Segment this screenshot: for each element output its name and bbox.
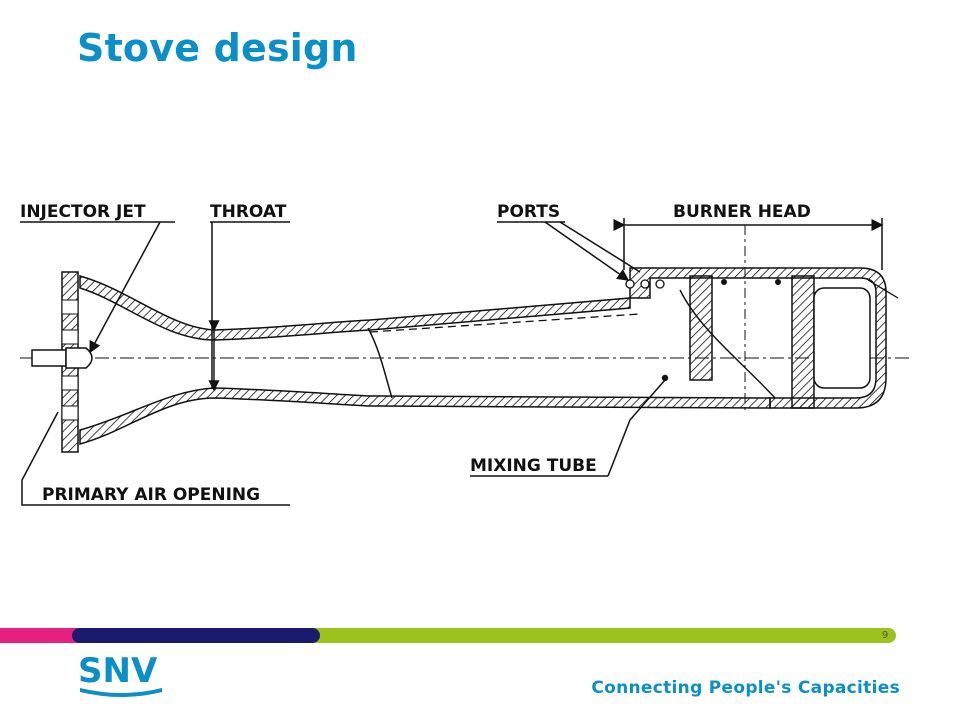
burner-head: [625, 225, 899, 410]
snv-logo: SNV: [78, 652, 162, 697]
footer-bar-navy: [72, 628, 320, 643]
tagline: Connecting People's Capacities: [591, 678, 900, 698]
leader-lines: [20, 218, 884, 506]
label-injector-jet: INJECTOR JET: [20, 202, 146, 222]
label-mixing-tube: MIXING TUBE: [470, 456, 597, 476]
slide-title: Stove design: [77, 26, 358, 70]
mixing-tube-lower-wall: [79, 387, 771, 445]
label-ports: PORTS: [497, 202, 560, 222]
snv-logo-text: SNV: [78, 652, 158, 691]
burner-diagram: INJECTOR JET THROAT PORTS BURNER HEAD MI…: [20, 202, 910, 506]
injector-jet: [31, 347, 93, 369]
footer-bar-green: [312, 628, 896, 643]
snv-logo-swoosh: [80, 688, 162, 697]
label-primary-air-opening: PRIMARY AIR OPENING: [42, 485, 260, 505]
label-burner-head: BURNER HEAD: [673, 202, 811, 222]
label-throat: THROAT: [210, 202, 287, 222]
footer-bar-pink: [0, 628, 88, 643]
mixing-tube-upper-wall: [79, 275, 631, 341]
page-number: 9: [881, 630, 889, 641]
